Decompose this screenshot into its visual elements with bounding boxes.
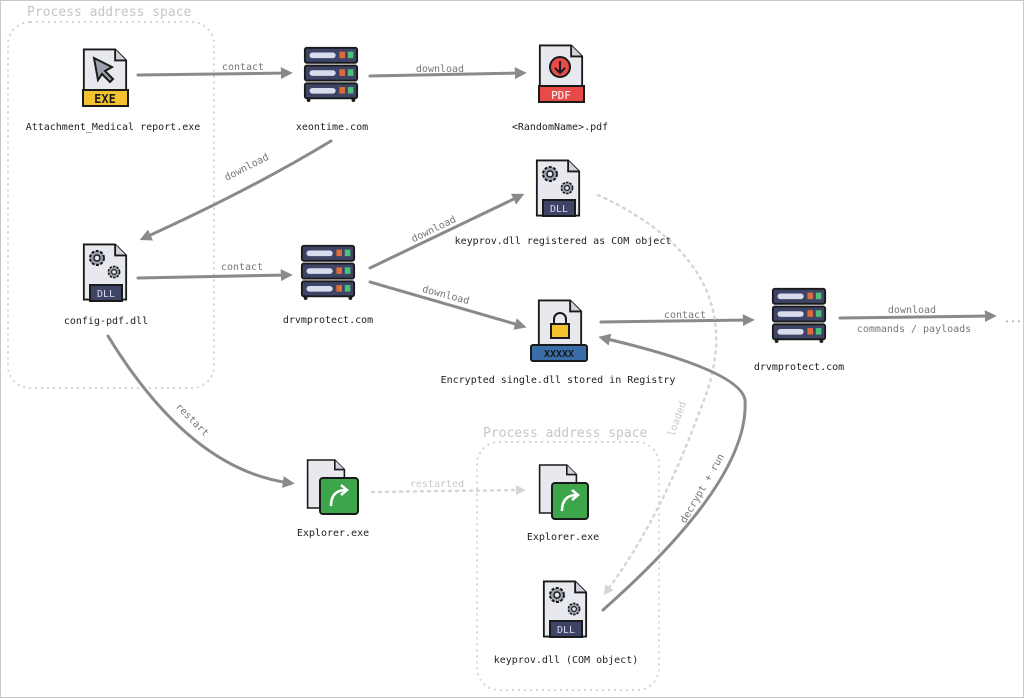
node-explorer-1[interactable]: Explorer.exe [297,459,369,539]
node-label: Explorer.exe [297,528,369,539]
edge-download-pdf: download [368,64,527,80]
edge-label: ... [1004,314,1022,325]
node-label: Attachment_Medical report.exe [26,122,201,133]
node-random-pdf[interactable]: PDF <RandomName>.pdf [512,44,608,133]
edge-label: DLL [557,625,575,636]
edge-label: commands / payloads [857,324,971,335]
edge-label: DLL [550,204,568,215]
node-explorer-2[interactable]: Explorer.exe [527,464,599,543]
process-group-1: Process address space [7,5,215,389]
edge-label: DLL [97,289,115,300]
node-xeontime[interactable]: xeontime.com [296,46,368,133]
node-label: keyprov.dll registered as COM object [455,236,672,247]
edge-download-commands: download commands / payloads ... [838,305,1022,335]
pdf-file-icon: PDF [538,44,585,103]
edge-label: loaded [666,400,689,438]
edge-label: decrypt + run [679,452,728,525]
node-label: keyprov.dll (COM object) [494,655,639,666]
node-label: xeontime.com [296,122,368,133]
edge-download-encrypted: download [368,280,527,330]
edge-restart: restart [106,334,295,489]
edge-loaded: loaded [596,193,718,596]
edge-label: contact [221,262,263,273]
node-encrypted-dll[interactable]: XXXXX Encrypted single.dll stored in Reg… [441,299,676,386]
dll-file-icon: DLL [82,243,128,302]
node-config-pdf[interactable]: DLL config-pdf.dll [64,243,148,327]
edge-contact-xeontime: contact [136,62,293,80]
process-group-2: Process address space [476,426,660,691]
node-drvmprotect-2[interactable]: drvmprotect.com [754,287,844,373]
edge-label: EXE [94,92,116,106]
node-label: drvmprotect.com [754,362,844,373]
edge-label: XXXXX [544,349,574,360]
dll-file-icon: DLL [535,159,581,217]
edge-label: restarted [410,479,464,490]
group-title: Process address space [483,426,648,441]
node-label: config-pdf.dll [64,316,148,327]
edge-label: restart [173,401,211,439]
node-drvmprotect-1[interactable]: drvmprotect.com [283,244,373,326]
edge-download-keyprov: download [368,193,525,270]
server-icon [771,287,827,343]
group-title: Process address space [27,5,192,20]
edge-restarted: restarted [370,479,526,496]
node-keyprov-com[interactable]: DLL keyprov.dll (COM object) [494,580,639,666]
exe-file-icon: EXE [82,48,129,107]
share-file-icon [306,459,359,515]
node-label: Encrypted single.dll stored in Registry [441,375,676,386]
node-label: <RandomName>.pdf [512,122,608,133]
server-icon [303,46,359,102]
node-attachment[interactable]: EXE Attachment_Medical report.exe [26,48,201,133]
lock-file-icon: XXXXX [530,299,588,362]
share-file-icon [538,464,589,520]
dll-file-icon: DLL [542,580,588,638]
edge-label: contact [664,310,706,321]
edge-contact-drvmprotect: contact [136,262,293,282]
edge-contact-drvmprotect2: contact [599,310,755,327]
edge-label: PDF [551,89,571,102]
edge-label: contact [222,62,264,73]
node-keyprov-registered[interactable]: DLL keyprov.dll registered as COM object [455,159,672,247]
node-label: Explorer.exe [527,532,599,543]
edge-download-configpdf: download [139,139,333,241]
server-icon [300,244,356,300]
node-label: drvmprotect.com [283,315,373,326]
edge-label: download [888,305,936,316]
edge-label: download [416,64,464,75]
